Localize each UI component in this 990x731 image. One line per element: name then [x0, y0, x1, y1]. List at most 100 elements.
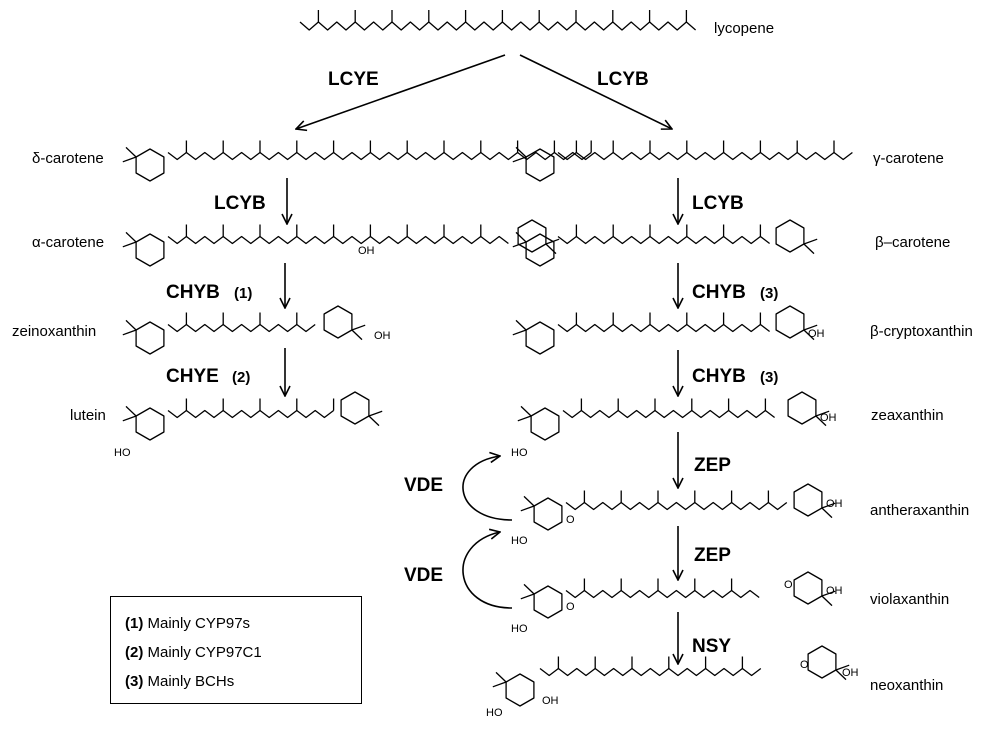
zeaxanthin-end-gem-methyl: [815, 410, 830, 417]
ho-antheraxanthin-left: HO: [511, 535, 528, 547]
legend-item-3-num: (3): [125, 673, 144, 690]
lutein-chain: [167, 409, 334, 419]
ho-violaxanthin-left: HO: [511, 623, 528, 635]
antheraxanthin-chain: [565, 501, 788, 511]
antheraxanthin-gem-methyl: [520, 505, 535, 512]
beta-cryptoxanthin-end-ring: [775, 305, 805, 339]
legend-item-3: (3) Mainly BCHs: [125, 667, 361, 696]
label-antheraxanthin: antheraxanthin: [870, 502, 969, 519]
beta-cryptoxanthin-end-gem-methyl: [803, 324, 818, 331]
enzyme-chyb-left-note: (1): [234, 285, 252, 302]
zeinoxanthin-end-ring: [323, 305, 353, 339]
neoxanthin-chain: [539, 667, 762, 677]
zeaxanthin-gem-methyl: [520, 405, 532, 417]
neoxanthin-gem-methyl: [492, 681, 507, 688]
violaxanthin-chain: [565, 589, 760, 599]
alpha-carotene-chain: [167, 235, 509, 245]
zeaxanthin-end-ring: [787, 391, 817, 425]
antheraxanthin-gem-methyl: [523, 495, 535, 507]
label-violaxanthin: violaxanthin: [870, 591, 949, 608]
enzyme-chye-left: CHYE: [166, 366, 219, 387]
beta-carotene-end-ring: [775, 219, 805, 253]
enzyme-chye-left-note: (2): [232, 369, 250, 386]
label-beta-cryptoxanthin: β-cryptoxanthin: [870, 323, 973, 340]
lutein-gem-methyl: [122, 415, 137, 422]
delta-carotene-gem-methyl: [122, 156, 137, 163]
enzyme-lcyb-top: LCYB: [597, 69, 649, 90]
lutein-ring: [135, 407, 165, 441]
violaxanthin-gem-methyl: [520, 593, 535, 600]
beta-cryptoxanthin-chain: [557, 323, 770, 333]
neoxanthin-gem-methyl: [495, 671, 507, 683]
ho-zeaxanthin-left: HO: [511, 447, 528, 459]
enzyme-lcyb-right: LCYB: [692, 193, 744, 214]
lycopene-chain: [299, 21, 697, 31]
oh-violaxanthin-right: OH: [826, 585, 843, 597]
label-neoxanthin: neoxanthin: [870, 677, 943, 694]
antheraxanthin-end-ring: [793, 483, 823, 517]
arrow-lcyb-top: [519, 54, 672, 129]
zeinoxanthin-end-gem-methyl: [351, 324, 366, 331]
violaxanthin-ring: [533, 585, 563, 619]
label-lutein: lutein: [70, 407, 106, 424]
beta-cryptoxanthin-ring: [525, 321, 555, 355]
reaction-arrows: [285, 54, 678, 664]
gamma-carotene-chain: [557, 151, 853, 161]
enzyme-lcyb-left: LCYB: [214, 193, 266, 214]
violaxanthin-end-gem-methyl: [821, 595, 833, 607]
delta-carotene-ring: [135, 148, 165, 182]
antheraxanthin-ring: [533, 497, 563, 531]
beta-carotene-end-gem-methyl: [803, 243, 815, 255]
neoxanthin-end-gem-methyl: [835, 669, 847, 681]
zeinoxanthin-gem-methyl: [122, 329, 137, 336]
zeinoxanthin-gem-methyl: [125, 319, 137, 331]
beta-carotene-gem-methyl: [515, 231, 527, 243]
label-beta-carotene: β–carotene: [875, 234, 950, 251]
beta-cryptoxanthin-gem-methyl: [512, 329, 527, 336]
legend-item-2: (2) Mainly CYP97C1: [125, 638, 361, 667]
legend-item-1-text: Mainly CYP97s: [147, 615, 251, 632]
beta-carotene-gem-methyl: [512, 241, 527, 248]
compound-labels: lycopene δ-carotene γ-carotene α-caroten…: [12, 20, 973, 694]
alpha-carotene-end-ring: [517, 219, 547, 253]
o-violaxanthin-epoxide-left: O: [566, 601, 575, 613]
zeinoxanthin-end-gem-methyl: [351, 329, 363, 341]
neoxanthin-ring: [505, 673, 535, 707]
beta-carotene-chain: [557, 235, 770, 245]
enzyme-nsy: NSY: [692, 636, 731, 657]
delta-carotene-chain: [167, 151, 592, 161]
lutein-end-ring: [340, 391, 370, 425]
alpha-carotene-ring: [135, 233, 165, 267]
gamma-carotene-ring: [525, 148, 555, 182]
arrow-vde-2: [462, 532, 513, 609]
alpha-carotene-gem-methyl: [125, 231, 137, 243]
lutein-gem-methyl: [125, 405, 137, 417]
lutein-end-gem-methyl: [368, 415, 380, 427]
antheraxanthin-end-gem-methyl: [821, 507, 833, 519]
enzyme-labels: LCYE LCYB LCYB CHYB (1) CHYE (2) LCYB CH…: [166, 69, 778, 657]
label-lycopene: lycopene: [714, 20, 774, 37]
enzyme-zep-1: ZEP: [694, 455, 731, 476]
ho-neoxanthin-left: HO: [486, 707, 503, 719]
alpha-carotene-gem-methyl: [122, 241, 137, 248]
delta-carotene-gem-methyl: [125, 146, 137, 158]
o-antheraxanthin-epoxide: O: [566, 514, 575, 526]
label-delta-carotene: δ-carotene: [32, 150, 104, 167]
oh-zeinoxanthin: OH: [358, 245, 375, 257]
o-neoxanthin-epoxide: O: [800, 659, 809, 671]
enzyme-chyb-right-1-note: (3): [760, 285, 778, 302]
oh-cryptoxanthin: OH: [808, 328, 825, 340]
neoxanthin-end-ring: [807, 645, 837, 679]
enzyme-chyb-right-2-note: (3): [760, 369, 778, 386]
oh-lutein-right: OH: [374, 330, 391, 342]
neoxanthin-end-gem-methyl: [835, 664, 850, 671]
legend-item-1: (1) Mainly CYP97s: [125, 609, 361, 638]
violaxanthin-gem-methyl: [523, 583, 535, 595]
enzyme-vde-1: VDE: [404, 475, 443, 496]
legend-item-2-text: Mainly CYP97C1: [147, 644, 262, 661]
legend-item-2-num: (2): [125, 644, 144, 661]
zeaxanthin-end-gem-methyl: [815, 415, 827, 427]
enzyme-chyb-left: CHYB: [166, 282, 220, 303]
antheraxanthin-end-gem-methyl: [821, 502, 836, 509]
